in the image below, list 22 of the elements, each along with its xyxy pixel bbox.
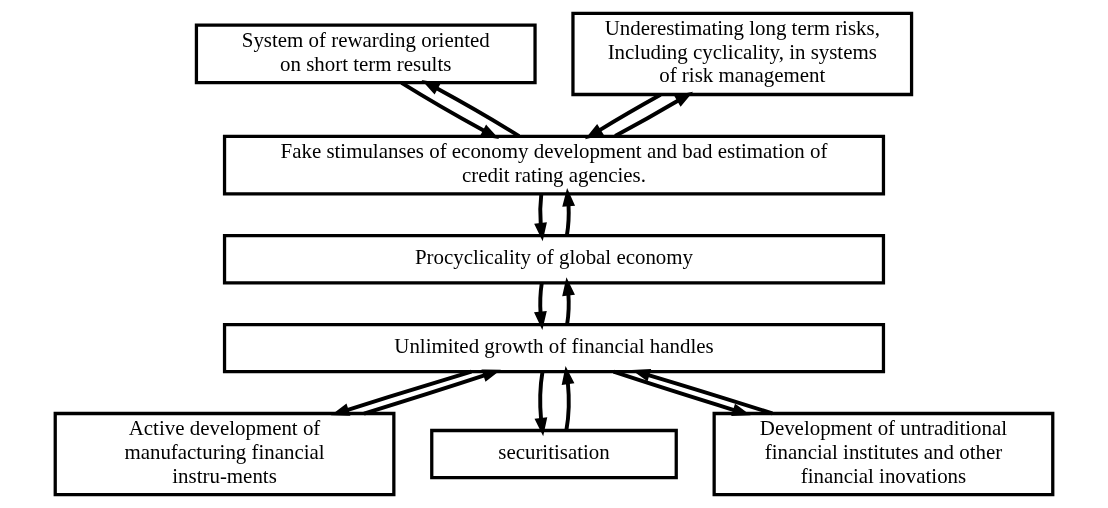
- node-box: Procyclicality of global economy: [222, 234, 886, 285]
- node-box: System of rewarding oriented on short term results: [194, 23, 537, 85]
- node-box: Active development of manufacturing financial instru-ments: [53, 411, 396, 497]
- arrow: [631, 369, 773, 416]
- arrow: [363, 369, 501, 416]
- node-box: Underestimating long term risks, Including cyclicality, in systems of risk management: [571, 11, 914, 97]
- node-box: Unlimited growth of financial handles: [222, 322, 886, 374]
- node-box: Development of untraditional financial institutes and other financial inovations: [712, 411, 1055, 497]
- arrow: [614, 91, 694, 138]
- arrow: [584, 93, 662, 140]
- arrow: [612, 369, 751, 416]
- arrow: [534, 193, 547, 242]
- arrow: [534, 371, 548, 437]
- node-box: securitisation: [430, 428, 678, 480]
- arrow: [562, 277, 575, 325]
- arrow: [562, 187, 576, 236]
- arrow: [400, 81, 500, 139]
- arrow: [534, 282, 547, 330]
- node-box: Fake stimulanses of economy development and bad estimation of credit rating agencies.: [222, 134, 886, 196]
- arrow: [330, 369, 472, 416]
- arrow: [421, 80, 521, 138]
- arrow: [561, 365, 575, 431]
